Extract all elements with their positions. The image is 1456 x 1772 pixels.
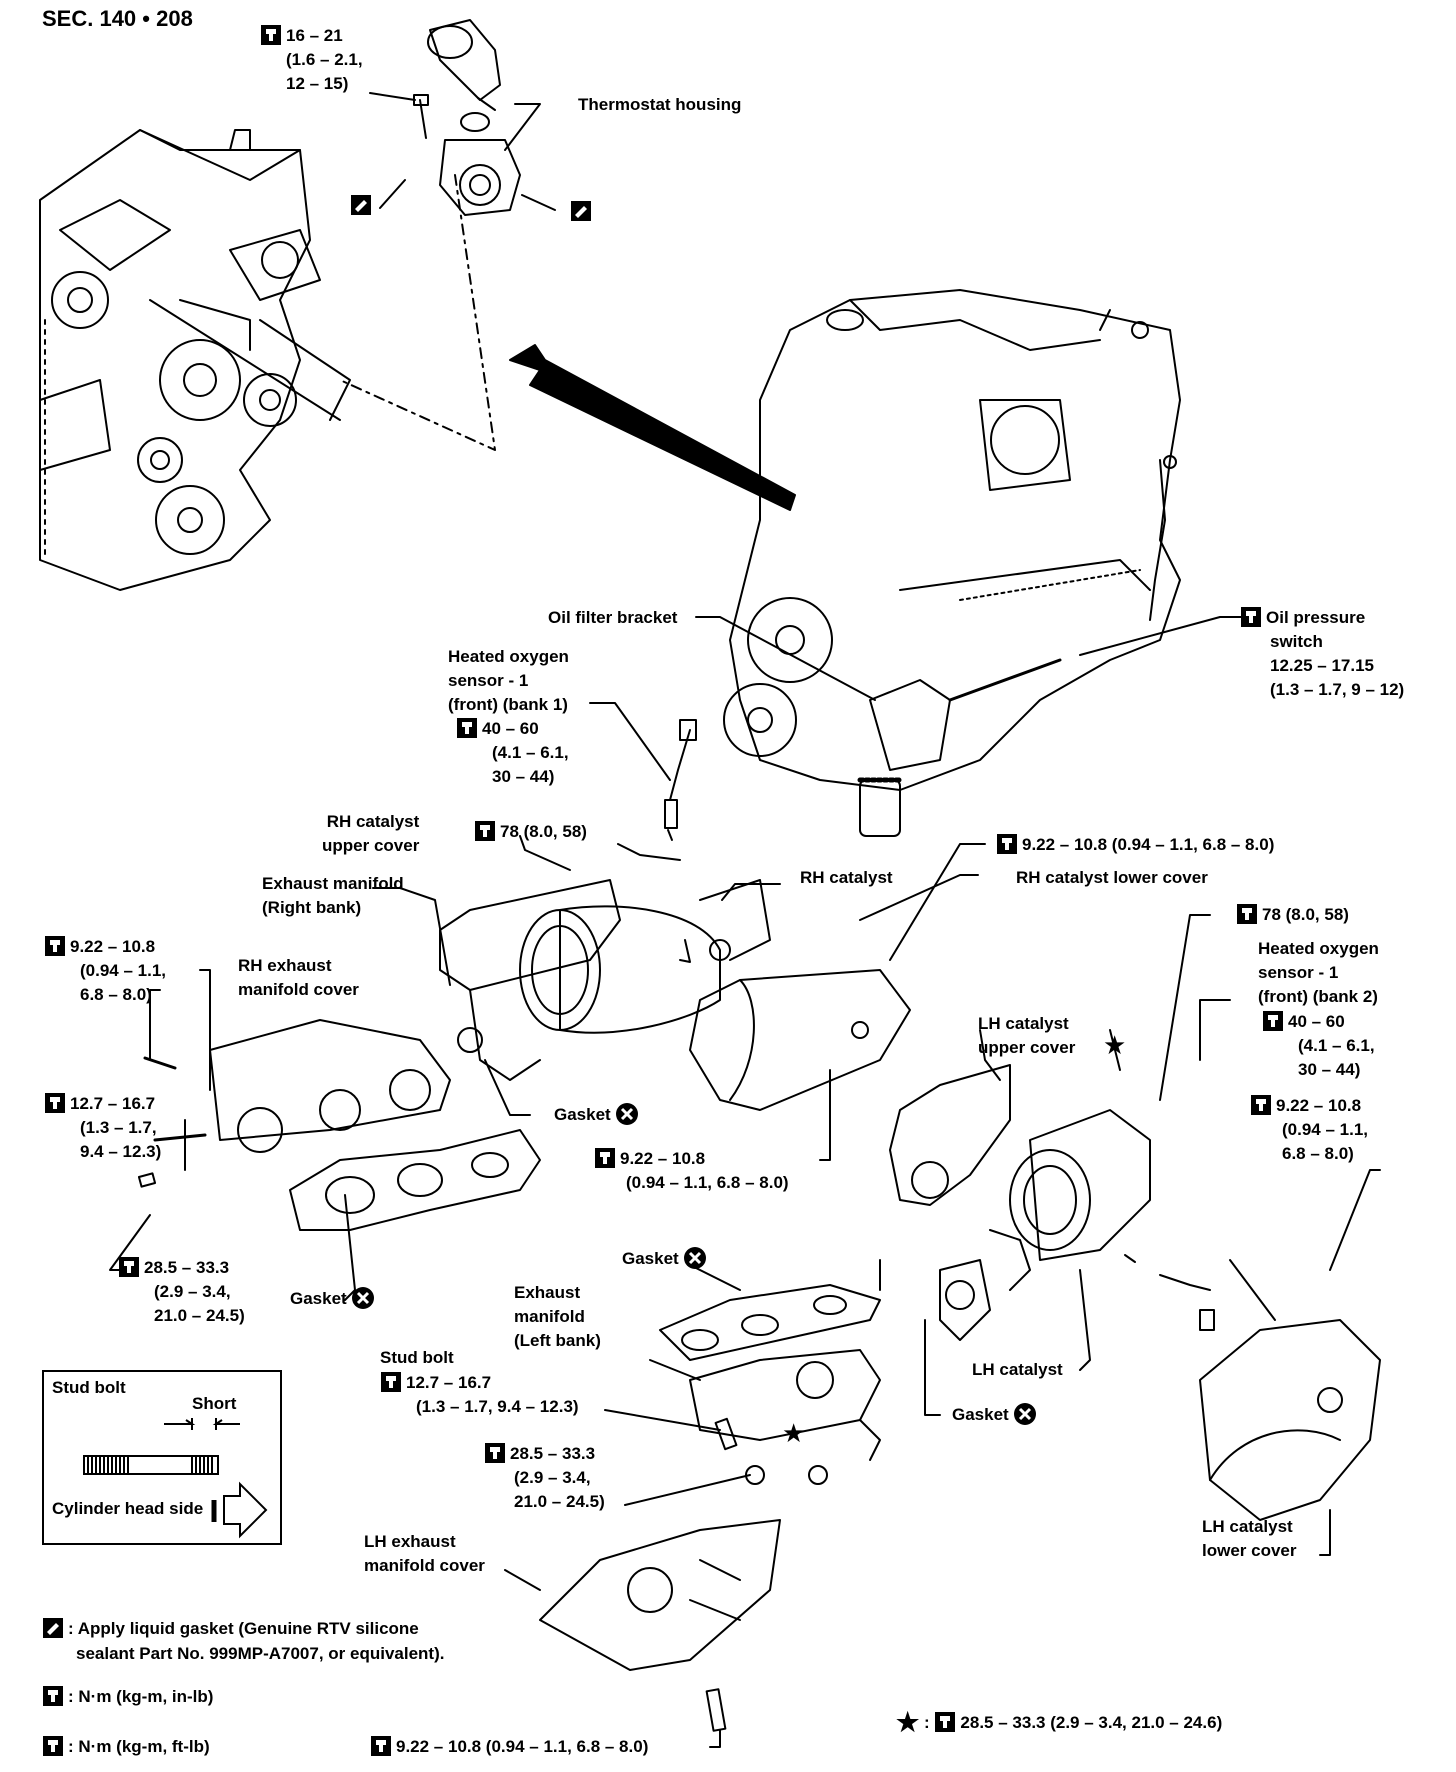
torque-wrench-icon xyxy=(44,1092,66,1114)
torque-wrench-icon xyxy=(370,1735,392,1757)
ho2-sensor-bank1-torque: 40 – 60 (4.1 – 6.1, 30 – 44) xyxy=(456,717,569,789)
cylinder-head-side-label: Cylinder head side xyxy=(52,1499,204,1518)
torque-wrench-icon xyxy=(1250,1094,1272,1116)
rh-catalyst-drawing xyxy=(439,879,771,1081)
rh-catalyst-upper-cover-label: RH catalyst upper cover xyxy=(322,812,420,855)
star-icon: ★ xyxy=(782,1418,806,1448)
rh-upper-torque-78: 78 (8.0, 58) xyxy=(474,820,587,844)
thermostat-bolt-torque: 16 – 21 (1.6 – 2.1, 12 – 15) xyxy=(260,24,363,96)
gasket-label-3: Gasket xyxy=(622,1246,707,1271)
gasket-label-4: Gasket xyxy=(952,1402,1037,1427)
bottom-torque-label: 9.22 – 10.8 (0.94 – 1.1, 6.8 – 8.0) xyxy=(370,1735,648,1759)
lh-lower-cover-drawing xyxy=(1199,1319,1381,1521)
oil-pressure-switch-label: Oil pressure switch 12.25 – 17.15 (1.3 –… xyxy=(1240,606,1404,702)
lh-exhaust-manifold-cover-drawing xyxy=(539,1519,781,1732)
lh-exhaust-manifold-cover-label: LH exhaust manifold cover xyxy=(364,1532,485,1575)
ho2-sensor-bank2-torque: 40 – 60 (4.1 – 6.1, 30 – 44) xyxy=(1262,1010,1375,1082)
lh-catalyst-torque-78: 78 (8.0, 58) xyxy=(1236,903,1349,927)
lh-exhaust-manifold-drawing xyxy=(659,1284,881,1485)
torque-wrench-icon xyxy=(594,1147,616,1169)
do-not-reuse-icon xyxy=(615,1102,639,1126)
stud-bolt-torque: 12.7 – 16.7 (1.3 – 1.7, 9.4 – 12.3) xyxy=(380,1371,579,1419)
rh-lower-cover-drawing xyxy=(689,969,911,1111)
torque-wrench-icon xyxy=(456,717,478,739)
left-torque-label-3: 28.5 – 33.3 (2.9 – 3.4, 21.0 – 24.5) xyxy=(118,1256,245,1328)
do-not-reuse-icon xyxy=(1013,1402,1037,1426)
torque-wrench-icon xyxy=(484,1442,506,1464)
gasket-label-2: Gasket xyxy=(290,1286,375,1311)
main-engine-drawing xyxy=(723,289,1181,837)
center-torque-label: 9.22 – 10.8 (0.94 – 1.1, 6.8 – 8.0) xyxy=(594,1147,789,1195)
rh-exhaust-manifold-cover-label: RH exhaust manifold cover xyxy=(238,956,359,999)
lh-catalyst-lower-cover-label: LH catalyst lower cover xyxy=(1202,1517,1297,1560)
torque-wrench-icon xyxy=(42,1735,64,1757)
torque-wrench-icon xyxy=(118,1256,140,1278)
torque-wrench-icon xyxy=(44,935,66,957)
ho2-sensor-bank1-label: Heated oxygen sensor - 1 (front) (bank 1… xyxy=(448,647,569,714)
legend-liquid-gasket: : Apply liquid gasket (Genuine RTV silic… xyxy=(42,1616,444,1666)
exhaust-manifold-right-label: Exhaust manifold (Right bank) xyxy=(262,874,404,917)
torque-wrench-icon xyxy=(474,820,496,842)
torque-wrench-icon xyxy=(1262,1010,1284,1032)
torque-wrench-icon xyxy=(996,833,1018,855)
liquid-gasket-icon xyxy=(42,1617,64,1639)
legend-nm-in-lb: : N·m (kg-m, in-lb) xyxy=(42,1684,213,1709)
torque-wrench-icon xyxy=(1240,606,1262,628)
lh-catalyst-label: LH catalyst xyxy=(972,1360,1063,1379)
left-torque-label-1: 9.22 – 10.8 (0.94 – 1.1, 6.8 – 8.0) xyxy=(44,935,166,1007)
star-icon: ★ xyxy=(896,1707,920,1737)
legend-star-torque: ★ : 28.5 – 33.3 (2.9 – 3.4, 21.0 – 24.6) xyxy=(896,1707,1223,1737)
liquid-gasket-icon xyxy=(350,194,372,216)
torque-wrench-icon xyxy=(260,24,282,46)
stud-box-short: Short xyxy=(192,1394,237,1413)
rh-catalyst-label: RH catalyst xyxy=(800,868,893,887)
oxygen-sensor-bank1-drawing xyxy=(664,719,697,841)
thermostat-housing-label: Thermostat housing xyxy=(578,95,742,114)
exhaust-manifold-left-label: Exhaust manifold (Left bank) xyxy=(514,1283,601,1350)
torque-wrench-icon xyxy=(42,1685,64,1707)
lh-catalyst-drawing xyxy=(939,1109,1151,1341)
torque-wrench-icon xyxy=(934,1711,956,1733)
stud-bolt-drawing xyxy=(83,1418,268,1539)
stud-box-title: Stud bolt xyxy=(52,1378,126,1397)
direction-arrow xyxy=(509,344,796,511)
liquid-gasket-icon xyxy=(570,200,592,222)
gasket-label-1: Gasket xyxy=(554,1102,639,1127)
do-not-reuse-icon xyxy=(351,1286,375,1310)
rh-catalyst-lower-cover-label: RH catalyst lower cover xyxy=(1016,868,1208,887)
star-icon: ★ xyxy=(1103,1030,1127,1060)
stud-bolt-label: Stud bolt xyxy=(380,1348,454,1367)
stud-bolt-inset: Stud bolt Short Cylinder head side xyxy=(42,1370,282,1545)
torque-wrench-icon xyxy=(380,1371,402,1393)
torque-wrench-icon xyxy=(1236,903,1258,925)
oxygen-sensor-bank2-drawing xyxy=(1159,1259,1276,1331)
left-engine-block-drawing xyxy=(39,129,351,591)
legend-nm-ft-lb: : N·m (kg-m, ft-lb) xyxy=(42,1734,210,1759)
oil-filter-bracket-label: Oil filter bracket xyxy=(548,608,678,627)
rh-exhaust-manifold-drawing xyxy=(137,1019,541,1231)
do-not-reuse-icon xyxy=(683,1246,707,1270)
right-torque-label-3: 9.22 – 10.8 (0.94 – 1.1, 6.8 – 8.0) xyxy=(1250,1094,1368,1166)
thermostat-housing-drawing xyxy=(413,19,521,216)
ho2-sensor-bank2-label: Heated oxygen sensor - 1 (front) (bank 2… xyxy=(1258,939,1379,1006)
section-number: SEC. 140 • 208 xyxy=(42,6,193,31)
rh-lower-cover-torque: 9.22 – 10.8 (0.94 – 1.1, 6.8 – 8.0) xyxy=(996,833,1274,857)
left-torque-label-2: 12.7 – 16.7 (1.3 – 1.7, 9.4 – 12.3) xyxy=(44,1092,161,1164)
lh-upper-cover-drawing xyxy=(889,1029,1121,1206)
lower-mid-torque-label: 28.5 – 33.3 (2.9 – 3.4, 21.0 – 24.5) xyxy=(484,1442,605,1514)
lh-catalyst-upper-cover-label: LH catalyst upper cover xyxy=(978,1014,1076,1057)
